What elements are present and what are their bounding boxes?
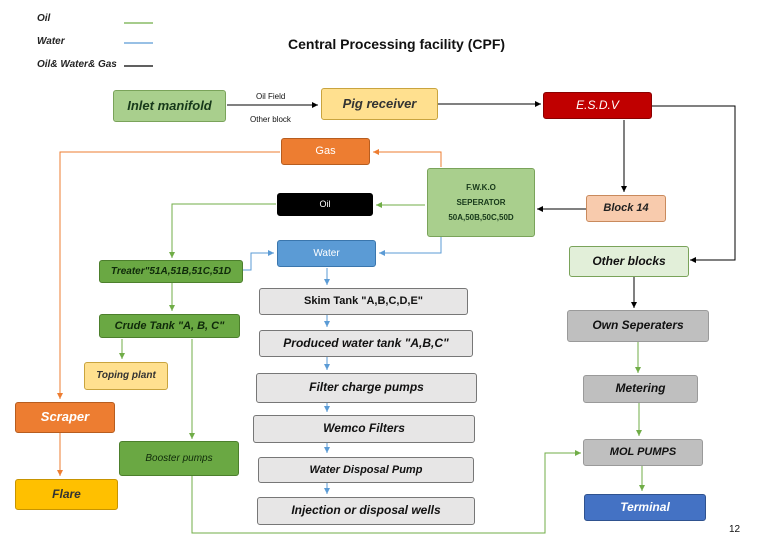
node-gas: Gas <box>281 138 370 165</box>
node-filter-charge-pumps: Filter charge pumps <box>256 373 477 403</box>
node-produced-water-tank: Produced water tank "A,B,C" <box>259 330 473 357</box>
legend-oil-label: Oil <box>37 13 51 24</box>
node-flare: Flare <box>15 479 118 510</box>
node-toping-plant: Toping plant <box>84 362 168 390</box>
node-wemco-filters: Wemco Filters <box>253 415 475 443</box>
node-pig-receiver: Pig receiver <box>321 88 438 120</box>
node-other-blocks: Other blocks <box>569 246 689 277</box>
fwko-line-2: SEPERATOR <box>456 197 506 207</box>
node-mol-pumps: MOL PUMPS <box>583 439 703 466</box>
edge-treater-to-water <box>243 250 274 271</box>
node-block-14: Block 14 <box>586 195 666 222</box>
node-terminal: Terminal <box>584 494 706 521</box>
edge-fwko-to-water <box>379 237 442 256</box>
node-booster-pumps: Booster pumps <box>119 441 239 476</box>
edge-oil-to-treater <box>169 203 276 258</box>
node-fwko-separator: F.W.K.O SEPERATOR 50A,50B,50C,50D <box>427 168 535 237</box>
node-skim-tank: Skim Tank "A,B,C,D,E" <box>259 288 468 315</box>
edge-gas-to-scraper <box>57 151 280 399</box>
edge-label-oil-field: Oil Field <box>256 92 286 101</box>
node-scraper: Scraper <box>15 402 115 433</box>
node-injection-wells: Injection or disposal wells <box>257 497 475 525</box>
node-treater: Treater"51A,51B,51C,51D <box>99 260 243 283</box>
node-water-disposal-pump: Water Disposal Pump <box>258 457 474 483</box>
node-water: Water <box>277 240 376 267</box>
legend-mixed-label: Oil& Water& Gas <box>37 59 117 70</box>
node-inlet-manifold: Inlet manifold <box>113 90 226 122</box>
fwko-line-3: 50A,50B,50C,50D <box>448 213 514 223</box>
edge-esdv-to-other-blocks <box>652 105 736 263</box>
edge-booster-to-mol <box>191 450 581 534</box>
edge-fwko-to-gas <box>373 149 442 167</box>
diagram-title: Central Processing facility (CPF) <box>288 36 506 52</box>
node-metering: Metering <box>583 375 698 403</box>
legend-water-label: Water <box>37 36 65 47</box>
node-oil: Oil <box>277 193 373 216</box>
node-esdv: E.S.D.V <box>543 92 652 119</box>
fwko-line-1: F.W.K.O <box>466 182 496 192</box>
node-own-separators: Own Seperaters <box>567 310 709 342</box>
node-crude-tank: Crude Tank "A, B, C" <box>99 314 240 338</box>
edge-label-other-block: Other block <box>250 115 291 124</box>
page-number: 12 <box>729 524 741 535</box>
